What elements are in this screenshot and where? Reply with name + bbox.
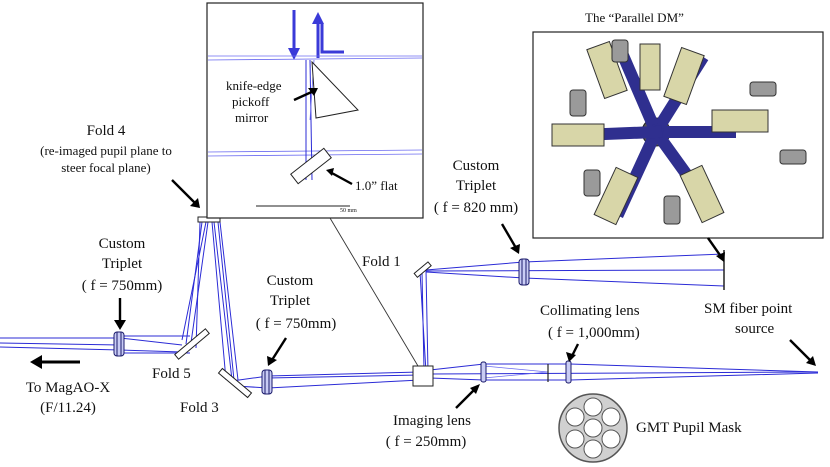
triplet-left-1: Custom	[99, 236, 146, 252]
triplet-mid-f: ( f = 750mm)	[256, 316, 337, 332]
fold4-title: Fold 4	[87, 123, 126, 139]
fold5-mirror	[174, 328, 210, 360]
collimating-lens	[565, 360, 572, 384]
sm-fiber-1: SM fiber point	[704, 301, 793, 317]
imaging-lens-1: Imaging lens	[393, 413, 471, 429]
imaging-lens-arrow	[455, 387, 477, 409]
fold1-label: Fold 1	[362, 254, 401, 270]
mid-triplet-lens	[261, 369, 273, 395]
parallel-dm-inset	[532, 31, 824, 239]
fold4-arrow	[171, 179, 197, 205]
fold3-mirror	[217, 367, 253, 399]
triplet-mid-arrow	[270, 337, 288, 361]
triplet-right-f: ( f = 820 mm)	[434, 200, 518, 216]
triplet-mid-2: Triplet	[270, 293, 311, 309]
flat-label: 1.0” flat	[355, 178, 398, 193]
gmt-pupil-mask	[558, 393, 628, 463]
knife-edge-label-3: mirror	[235, 110, 269, 125]
imaging-lens-f: ( f = 250mm)	[386, 434, 467, 450]
flat-arrow	[329, 170, 353, 186]
beam-paths	[0, 221, 819, 389]
knife-edge-label: knife-edge	[226, 78, 282, 93]
fold5-label: Fold 5	[152, 366, 191, 382]
fold1-mirror	[413, 261, 432, 279]
triplet-left-2: Triplet	[102, 256, 143, 272]
left-triplet-lens	[113, 331, 125, 357]
fold3-label: Fold 3	[180, 400, 219, 416]
to-magaox-1: To MagAO-X	[26, 380, 111, 396]
fold4-note-2: steer focal plane)	[61, 160, 151, 175]
right-triplet-lens	[518, 258, 530, 286]
knife-edge-inset: 50 mm	[206, 2, 424, 219]
sm-fiber-arrow	[789, 339, 813, 363]
sm-fiber-2: source	[735, 321, 774, 337]
triplet-mid-1: Custom	[267, 273, 314, 289]
collimating-lens-arrow	[570, 343, 580, 357]
gmt-pupil-mask-label: GMT Pupil Mask	[636, 420, 742, 436]
triplet-right-2: Triplet	[456, 178, 497, 194]
knife-edge-label-2: pickoff	[232, 94, 270, 109]
parallel-dm-title: The “Parallel DM”	[585, 10, 684, 25]
collimating-lens-1: Collimating lens	[540, 303, 640, 319]
triplet-right-1: Custom	[453, 158, 500, 174]
to-magaox-2: (F/11.24)	[40, 400, 96, 416]
triplet-right-arrow	[500, 223, 518, 249]
imaging-lens	[480, 361, 487, 383]
fold4-note-1: (re-imaged pupil plane to	[40, 143, 172, 158]
triplet-left-f: ( f = 750mm)	[82, 278, 163, 294]
collimating-lens-f: ( f = 1,000mm)	[548, 325, 640, 341]
pickoff-box	[412, 365, 434, 387]
svg-text:50 mm: 50 mm	[340, 208, 357, 214]
inset-connector-line	[329, 217, 419, 367]
